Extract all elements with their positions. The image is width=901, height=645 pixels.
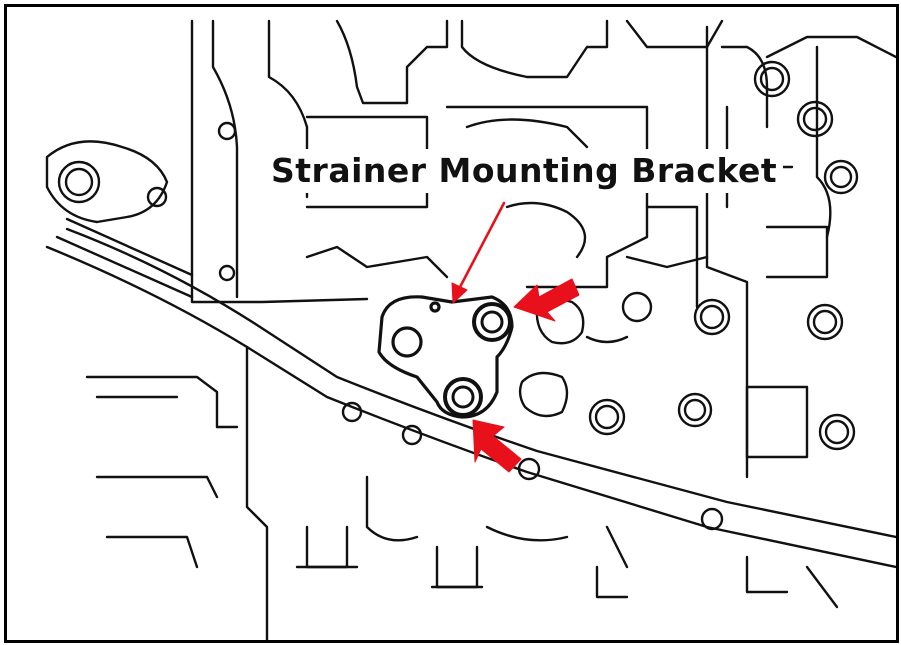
strainer-mounting-bracket-label: Strainer Mounting Bracket	[265, 149, 784, 193]
red-arrows	[472, 278, 580, 473]
strainer-mounting-bracket	[377, 295, 514, 419]
upper-bolt-arrow-icon	[513, 278, 580, 322]
diagram-frame: Strainer Mounting Bracket	[4, 4, 899, 643]
lower-bolt-arrow-icon	[472, 419, 522, 473]
lower-housing	[85, 345, 839, 640]
transmission-line-drawing	[45, 19, 896, 640]
gasket-band	[45, 227, 896, 569]
valve-body-outline	[190, 19, 896, 479]
bore-holes	[518, 255, 709, 418]
bolt-heads	[588, 60, 859, 459]
case-left-section	[45, 121, 237, 299]
